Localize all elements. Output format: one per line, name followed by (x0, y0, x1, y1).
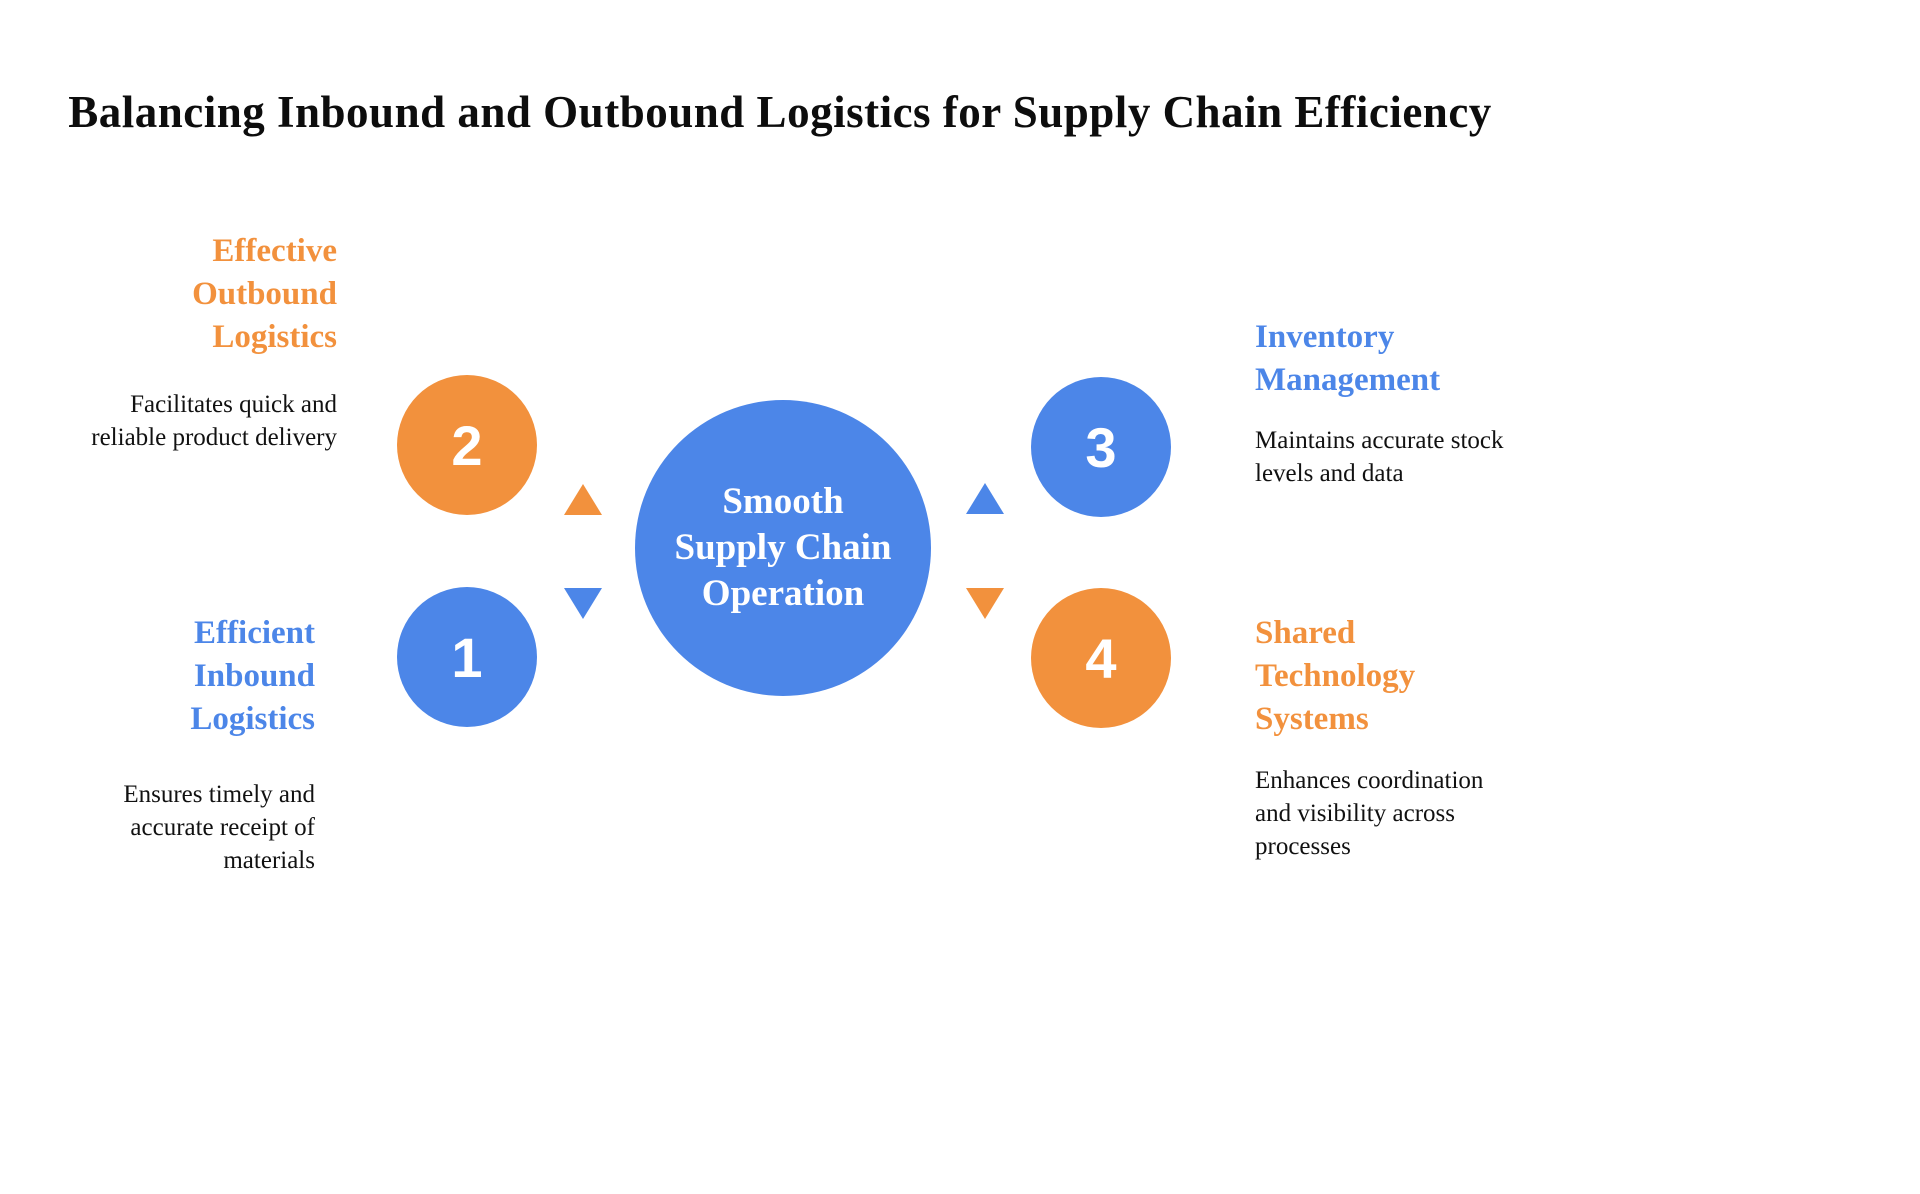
description-shared-technology-systems: Enhances coordination and visibility acr… (1255, 767, 1484, 860)
node-circle-2: 2 (397, 375, 537, 515)
triangle-down-icon (966, 588, 1004, 619)
description-effective-outbound-logistics: Facilitates quick and reliable product d… (91, 391, 337, 451)
node-number-3: 3 (1085, 415, 1117, 479)
node-circle-1: 1 (397, 587, 537, 727)
triangle-up-icon (966, 483, 1004, 514)
center-node-label: Smooth Supply Chain Operation (674, 480, 892, 615)
heading-efficient-inbound-logistics: Efficient Inbound Logistics (190, 615, 315, 737)
triangle-down-icon (564, 588, 602, 619)
center-node-circle: Smooth Supply Chain Operation (635, 400, 931, 696)
triangle-up-icon (564, 484, 602, 515)
page-title: Balancing Inbound and Outbound Logistics… (68, 87, 1492, 137)
heading-inventory-management: Inventory Management (1255, 319, 1441, 398)
description-efficient-inbound-logistics: Ensures timely and accurate receipt of m… (123, 781, 315, 874)
heading-shared-technology-systems: Shared Technology Systems (1255, 615, 1416, 737)
node-number-2: 2 (451, 413, 483, 477)
node-number-1: 1 (451, 625, 483, 689)
heading-effective-outbound-logistics: Effective Outbound Logistics (192, 233, 337, 355)
description-inventory-management: Maintains accurate stock levels and data (1255, 427, 1504, 487)
node-number-4: 4 (1085, 626, 1117, 690)
node-circle-3: 3 (1031, 377, 1171, 517)
node-circle-4: 4 (1031, 588, 1171, 728)
